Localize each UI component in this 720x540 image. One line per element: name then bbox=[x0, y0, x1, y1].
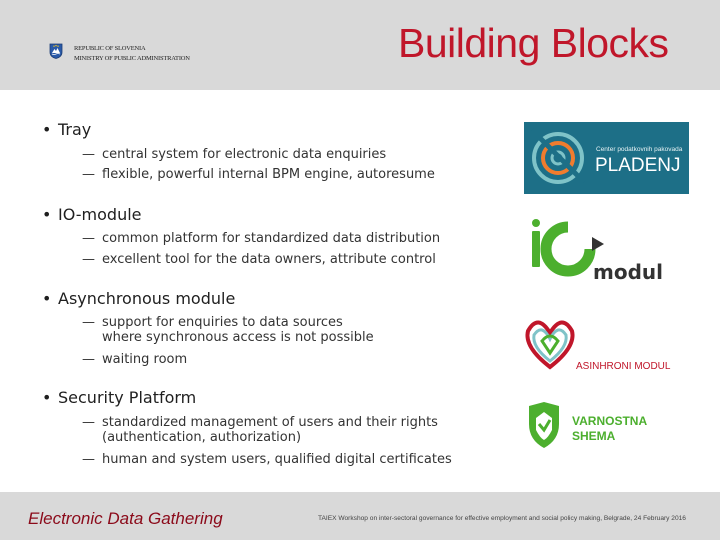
sub-item-continuation: where synchronous access is not possible bbox=[102, 330, 374, 345]
footer-event: TAIEX Workshop on inter-sectoral governa… bbox=[318, 515, 686, 522]
sub-item: —excellent tool for the data owners, att… bbox=[82, 252, 436, 267]
asinhroni-modul-label: ASINHRONI MODUL bbox=[576, 361, 671, 372]
bullet-io-module: • IO-module bbox=[42, 205, 142, 224]
bullet-title: Tray bbox=[58, 120, 92, 139]
bullet-dot: • bbox=[42, 205, 52, 224]
bullet-title: Security Platform bbox=[58, 388, 197, 407]
varnostna-line-1: VARNOSTNA bbox=[572, 414, 647, 428]
slide-title: Building Blocks bbox=[398, 20, 669, 66]
sub-item-continuation: (authentication, authorization) bbox=[102, 430, 302, 445]
sub-item: —central system for electronic data enqu… bbox=[82, 147, 387, 162]
sub-item: —standardized management of users and th… bbox=[82, 415, 438, 445]
dash-icon: — bbox=[82, 167, 95, 182]
dash-icon: — bbox=[82, 147, 95, 162]
sub-item: —common platform for standardized data d… bbox=[82, 231, 441, 246]
bullet-dot: • bbox=[42, 120, 52, 139]
io-modul-word: modul bbox=[593, 260, 663, 284]
dash-icon: — bbox=[82, 252, 95, 267]
pladenj-big-label: PLADENJ bbox=[595, 155, 681, 176]
dash-icon: — bbox=[82, 452, 95, 467]
bullet-tray: • Tray bbox=[42, 120, 91, 139]
asinhroni-modul-logo: ASINHRONI MODUL bbox=[525, 320, 671, 372]
sub-item: —support for enquiries to data sources w… bbox=[82, 315, 374, 345]
bullet-security-platform: • Security Platform bbox=[42, 388, 196, 407]
slovenia-crest-icon bbox=[49, 43, 63, 59]
dash-icon: — bbox=[82, 352, 95, 367]
varnostna-line-2: SHEMA bbox=[572, 429, 616, 443]
sub-item: —flexible, powerful internal BPM engine,… bbox=[82, 167, 435, 182]
dash-icon: — bbox=[82, 415, 95, 430]
dash-icon: — bbox=[82, 231, 95, 246]
pladenj-small-label: Center podatkovnih pakovada bbox=[596, 146, 683, 153]
bullet-dot: • bbox=[42, 388, 52, 407]
play-triangle-icon bbox=[592, 237, 604, 251]
bullet-title: IO-module bbox=[58, 205, 142, 224]
dash-icon: — bbox=[82, 315, 95, 330]
bullet-dot: • bbox=[42, 289, 52, 308]
ministry-line-2: MINISTRY OF PUBLIC ADMINISTRATION bbox=[74, 55, 190, 62]
varnostna-shema-logo: VARNOSTNA SHEMA bbox=[529, 402, 647, 448]
sub-item: —waiting room bbox=[82, 352, 188, 367]
ministry-line-1: REPUBLIC OF SLOVENIA bbox=[74, 45, 146, 52]
ministry-name: REPUBLIC OF SLOVENIA MINISTRY OF PUBLIC … bbox=[74, 44, 190, 64]
footer-band bbox=[0, 492, 720, 540]
io-modul-logo: modul bbox=[532, 219, 663, 284]
pladenj-logo: Center podatkovnih pakovada PLADENJ bbox=[524, 122, 689, 194]
bullet-asynchronous-module: • Asynchronous module bbox=[42, 289, 235, 308]
sub-item: —human and system users, qualified digit… bbox=[82, 452, 452, 467]
bullet-title: Asynchronous module bbox=[58, 289, 236, 308]
header-band bbox=[0, 0, 720, 90]
footer-title: Electronic Data Gathering bbox=[28, 509, 223, 528]
